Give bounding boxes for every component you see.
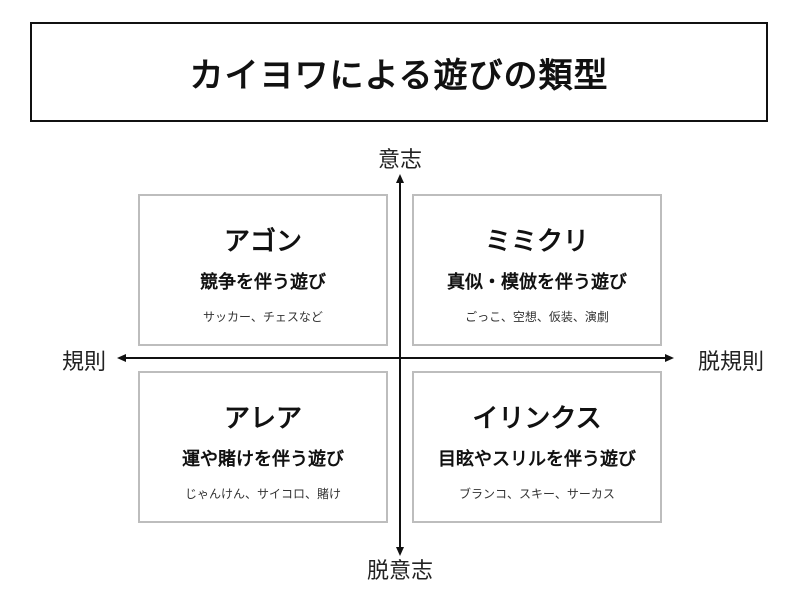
quadrant-name: アゴン bbox=[223, 227, 302, 257]
diagram-title: カイヨワによる遊びの類型 bbox=[30, 22, 768, 122]
quadrant-mimicry: ミミクリ 真似・模倣を伴う遊び ごっこ、空想、仮装、演劇 bbox=[412, 194, 662, 346]
quadrant-description: 真似・模倣を伴う遊び bbox=[447, 272, 627, 293]
axis-label-right: 脱規則 bbox=[697, 350, 764, 375]
quadrant-name: アレア bbox=[223, 404, 302, 434]
axis-label-top: 意志 bbox=[377, 148, 423, 173]
axis-label-bottom: 脱意志 bbox=[366, 559, 434, 584]
quadrant-examples: ごっこ、空想、仮装、演劇 bbox=[465, 310, 609, 324]
quadrant-name: ミミクリ bbox=[484, 227, 589, 257]
quadrant-agon: アゴン 競争を伴う遊び サッカー、チェスなど bbox=[138, 194, 388, 346]
axis-label-left: 規則 bbox=[62, 350, 107, 375]
quadrant-description: 目眩やスリルを伴う遊び bbox=[438, 449, 636, 470]
quadrant-examples: サッカー、チェスなど bbox=[203, 310, 323, 324]
quadrant-ilinx: イリンクス 目眩やスリルを伴う遊び ブランコ、スキー、サーカス bbox=[412, 371, 662, 523]
quadrant-name: イリンクス bbox=[472, 404, 602, 434]
quadrant-description: 運や賭けを伴う遊び bbox=[182, 449, 344, 470]
quadrant-alea: アレア 運や賭けを伴う遊び じゃんけん、サイコロ、賭け bbox=[138, 371, 388, 523]
quadrant-examples: ブランコ、スキー、サーカス bbox=[459, 487, 615, 501]
quadrant-examples: じゃんけん、サイコロ、賭け bbox=[184, 487, 341, 501]
quadrant-description: 競争を伴う遊び bbox=[200, 272, 326, 293]
